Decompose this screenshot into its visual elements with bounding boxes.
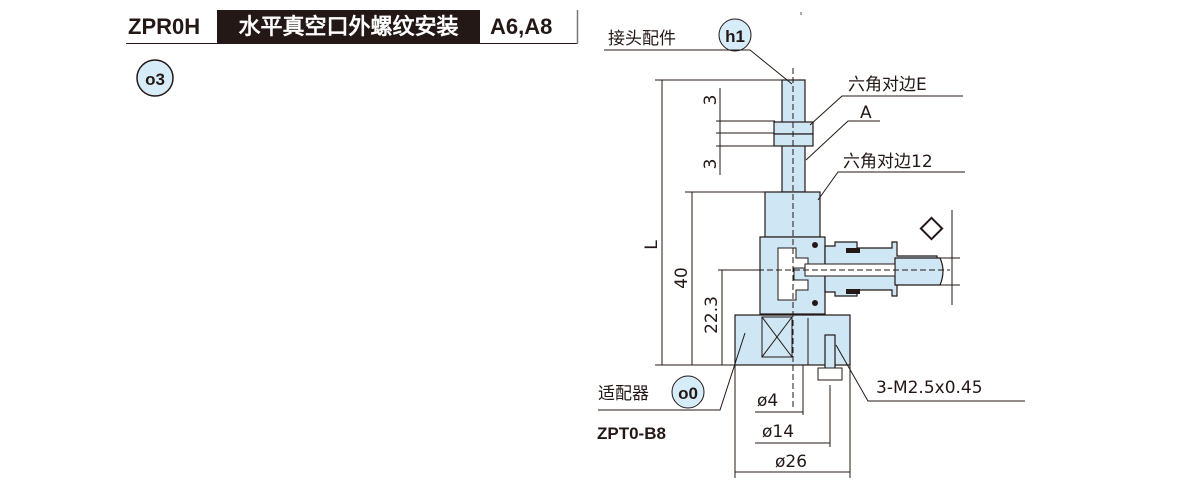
size-codes: A6,A8 bbox=[490, 14, 553, 39]
collet-top bbox=[846, 248, 860, 253]
badge-o0 bbox=[671, 375, 705, 409]
screw-head bbox=[817, 367, 843, 381]
header-title: 水平真空口外螺纹安装 bbox=[217, 10, 480, 43]
callout-hex-12: 六角对边12 bbox=[817, 152, 965, 201]
tube bbox=[894, 257, 944, 286]
callout-hex-e: 六角对边E bbox=[809, 75, 963, 126]
svg-text:3: 3 bbox=[701, 95, 721, 106]
model-code: ZPR0H bbox=[128, 14, 201, 39]
hex-socket bbox=[761, 316, 793, 358]
o-ring-bottom bbox=[812, 300, 818, 306]
callout-adapter: 适配器 o0 ZPT0-B8 bbox=[597, 332, 746, 443]
svg-text:22.3: 22.3 bbox=[702, 296, 722, 334]
screw-shank bbox=[824, 334, 836, 371]
collet-bottom bbox=[846, 289, 860, 294]
svg-text:六角对边12: 六角对边12 bbox=[843, 152, 933, 172]
callout-a: A bbox=[805, 103, 880, 161]
internal-passage bbox=[777, 247, 809, 301]
svg-text:3-M2.5x0.45: 3-M2.5x0.45 bbox=[876, 378, 983, 398]
badge-h1 bbox=[718, 18, 752, 52]
svg-text:ø4: ø4 bbox=[757, 391, 778, 411]
svg-text:40: 40 bbox=[672, 267, 692, 289]
svg-text:ø14: ø14 bbox=[762, 422, 794, 442]
dimension-labels: L 40 22.3 3 3 ø4 ø14 ø26 bbox=[642, 95, 807, 472]
svg-text:适配器: 适配器 bbox=[598, 384, 649, 404]
callout-joint-part: 接头配件 h1 bbox=[604, 18, 793, 85]
svg-text:L: L bbox=[642, 240, 662, 250]
svg-text:六角对边E: 六角对边E bbox=[848, 75, 927, 95]
svg-text:o3: o3 bbox=[145, 70, 165, 89]
o-ring-top bbox=[812, 242, 818, 248]
svg-text:h1: h1 bbox=[725, 27, 745, 46]
svg-text:ø26: ø26 bbox=[775, 452, 807, 472]
svg-text:3: 3 bbox=[701, 159, 721, 170]
diamond-icon bbox=[919, 216, 944, 241]
svg-text:ZPT0-B8: ZPT0-B8 bbox=[597, 424, 666, 443]
svg-text:A: A bbox=[860, 103, 872, 123]
svg-text:接头配件: 接头配件 bbox=[608, 29, 676, 49]
vacuum-pad-assembly bbox=[734, 68, 950, 410]
svg-text:o0: o0 bbox=[678, 384, 698, 403]
badge-o3: o3 bbox=[136, 59, 174, 97]
dimension-lines bbox=[655, 79, 960, 478]
callout-screws: 3-M2.5x0.45 bbox=[835, 344, 1025, 402]
